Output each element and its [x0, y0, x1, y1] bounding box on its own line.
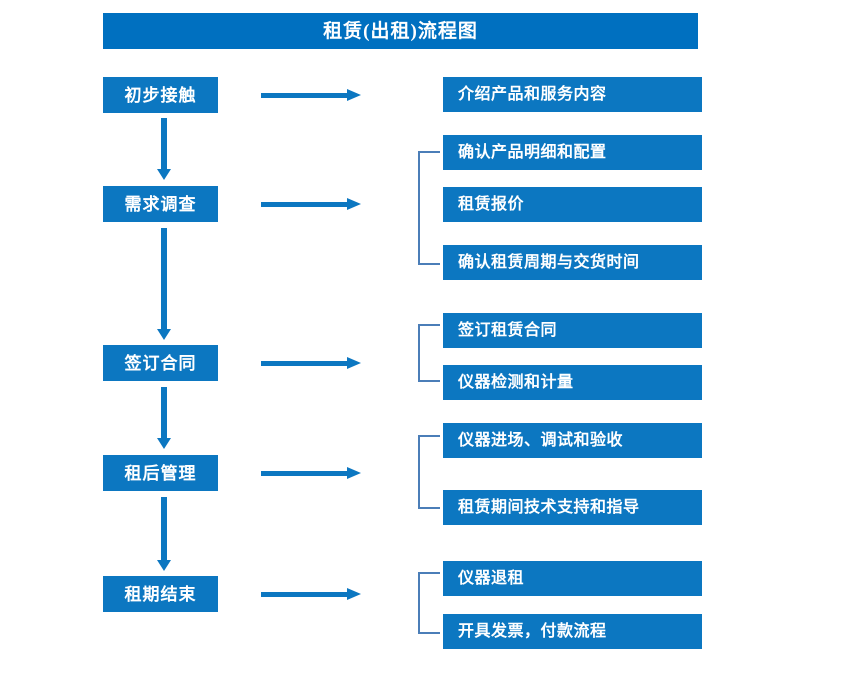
- down-arrow-icon-2: [156, 228, 172, 340]
- stage-box-4: 租后管理: [103, 455, 218, 491]
- right-arrow-icon-2: [261, 196, 361, 212]
- stage-box-2: 需求调查: [103, 186, 218, 222]
- detail-box-6: 仪器检测和计量: [443, 365, 702, 400]
- stage-box-5: 租期结束: [103, 576, 218, 612]
- stage-box-3: 签订合同: [103, 345, 218, 381]
- bracket-group-endrent: [418, 572, 440, 634]
- detail-box-2: 确认产品明细和配置: [443, 135, 702, 170]
- detail-box-9: 仪器退租: [443, 561, 702, 596]
- detail-box-8: 租赁期间技术支持和指导: [443, 490, 702, 525]
- bracket-group-contract: [418, 324, 440, 382]
- bracket-group-requirements: [418, 151, 440, 265]
- down-arrow-icon-4: [156, 497, 172, 571]
- right-arrow-icon-5: [261, 586, 361, 602]
- bracket-group-postrent: [418, 435, 440, 509]
- down-arrow-icon-1: [156, 118, 172, 180]
- detail-box-1: 介绍产品和服务内容: [443, 77, 702, 112]
- stage-box-1: 初步接触: [103, 77, 218, 113]
- detail-box-7: 仪器进场、调试和验收: [443, 423, 702, 458]
- right-arrow-icon-1: [261, 87, 361, 103]
- right-arrow-icon-4: [261, 465, 361, 481]
- chart-title: 租赁(出租)流程图: [103, 13, 698, 49]
- detail-box-5: 签订租赁合同: [443, 313, 702, 348]
- detail-box-3: 租赁报价: [443, 187, 702, 222]
- down-arrow-icon-3: [156, 387, 172, 449]
- detail-box-10: 开具发票，付款流程: [443, 614, 702, 649]
- detail-box-4: 确认租赁周期与交货时间: [443, 245, 702, 280]
- right-arrow-icon-3: [261, 355, 361, 371]
